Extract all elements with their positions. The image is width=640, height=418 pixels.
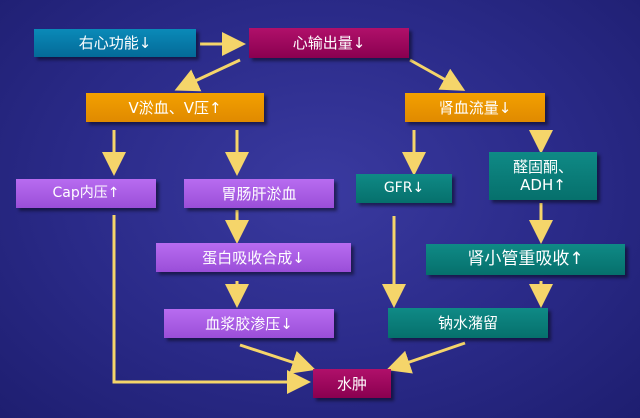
arrow-sodium-to-edema (386, 341, 466, 374)
arrow-cap-to-edema (112, 215, 311, 394)
plasma-oncotic-pressure-box: 血浆胶渗压↓ (164, 309, 334, 338)
edema-box: 水肿 (313, 369, 391, 398)
aldosterone-label: 醛固酮、 (512, 158, 573, 176)
venous-congestion-box: V淤血、V压↑ (86, 93, 264, 122)
arrow-plasma-to-edema (239, 343, 316, 374)
gfr-box: GFR↓ (356, 174, 452, 203)
right-heart-function-box: 右心功能↓ (34, 29, 196, 57)
aldosterone-adh-box: 醛固酮、 ADH↑ (489, 152, 597, 200)
sodium-water-retention-box: 钠水潴留 (388, 308, 548, 338)
cardiac-output-box: 心输出量↓ (249, 28, 409, 58)
tubular-reabsorption-box: 肾小管重吸收↑ (426, 244, 625, 275)
gi-liver-congestion-box: 胃肠肝淤血 (184, 179, 334, 208)
capillary-pressure-box: Cap内压↑ (16, 179, 156, 208)
arrow-output-to-renal-flow (409, 58, 466, 91)
protein-absorption-box: 蛋白吸收合成↓ (156, 243, 351, 272)
renal-blood-flow-box: 肾血流量↓ (405, 93, 545, 122)
adh-label: ADH↑ (520, 176, 566, 194)
arrow-output-to-venous (174, 58, 241, 92)
